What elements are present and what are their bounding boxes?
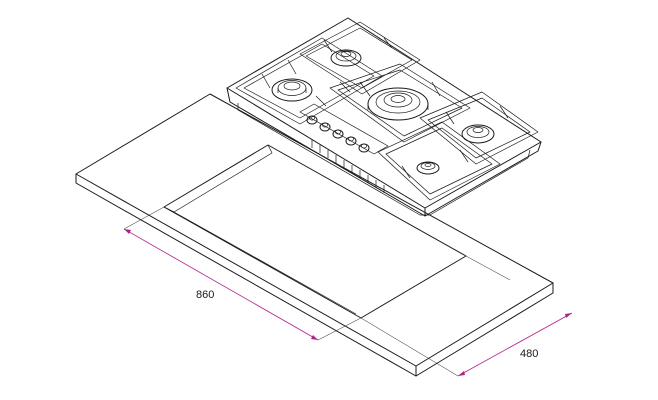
depth-dimension-line <box>457 312 573 377</box>
width-extension-right <box>317 317 362 341</box>
burner-front-left <box>271 78 313 102</box>
width-dimension-line <box>123 228 319 341</box>
pan-support-grids <box>235 21 539 201</box>
countertop-cutout-inner-edge <box>173 211 357 315</box>
countertop-cutout-depth <box>163 144 273 213</box>
gas-hob <box>226 17 542 217</box>
countertop-cutout <box>163 144 467 319</box>
countertop-right-edge <box>415 282 554 377</box>
hob-right-edge <box>424 141 542 217</box>
burner-rear-right <box>461 124 495 144</box>
depth-dimension-label: 480 <box>520 348 538 360</box>
countertop-front-edge <box>75 173 417 377</box>
control-knobs <box>306 115 370 153</box>
depth-extension-front <box>360 317 459 377</box>
width-dimension-label: 860 <box>196 289 214 301</box>
width-extension-left <box>123 206 165 230</box>
countertop-top-face <box>75 93 554 367</box>
depth-arrow-rear <box>565 313 572 318</box>
burner-wok-center <box>367 87 429 121</box>
hob-underside <box>237 103 531 216</box>
burner-rear-left <box>330 49 362 67</box>
hob-vents <box>311 140 385 193</box>
depth-extension-rear <box>465 255 511 281</box>
control-panel <box>299 103 389 155</box>
burner-front-right <box>416 161 440 175</box>
hob-front-edge <box>226 87 426 217</box>
dimension-annotations: 860 480 <box>123 206 573 377</box>
width-arrow-right <box>311 335 318 340</box>
width-arrow-left <box>124 229 131 234</box>
hob-top-plate <box>226 17 542 209</box>
depth-arrow-front <box>458 371 465 376</box>
countertop <box>75 93 554 377</box>
